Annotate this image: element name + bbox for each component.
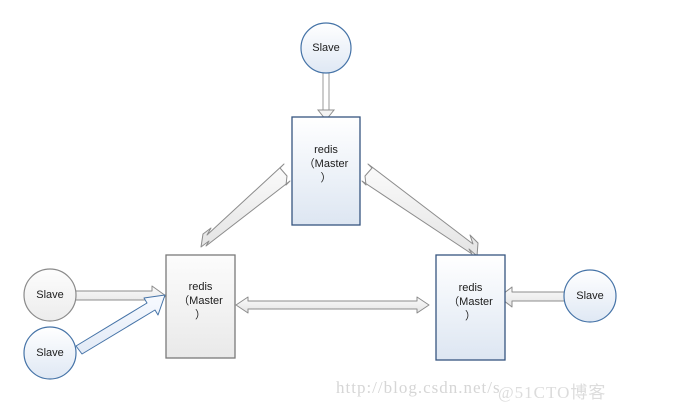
node-master-top[interactable]: [291, 116, 361, 226]
edge-master-top-to-master-right: [361, 163, 479, 257]
node-slave-left-lower[interactable]: [23, 326, 77, 380]
edge-slave-right-to-master-right: [498, 286, 566, 308]
node-master-right[interactable]: [435, 254, 506, 361]
node-slave-top[interactable]: [300, 22, 352, 74]
edge-master-top-to-master-left: [200, 163, 291, 248]
edge-slave-left-lower-to-master-left: [75, 294, 166, 355]
edge-slave-top-to-master-top: [316, 72, 336, 121]
node-master-left[interactable]: [165, 254, 236, 359]
edge-master-left-to-master-right: [235, 296, 430, 314]
node-slave-right[interactable]: [563, 269, 617, 323]
node-slave-left-upper[interactable]: [23, 268, 77, 322]
